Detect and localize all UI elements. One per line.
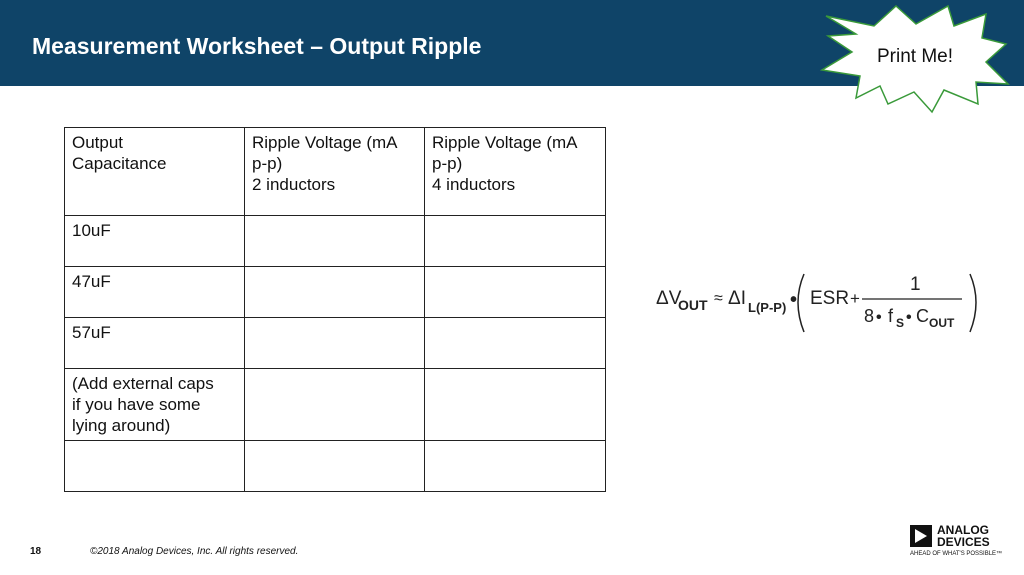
measurement-table: Output Capacitance Ripple Voltage (mA p-… [64, 127, 606, 492]
table-row: 57uF [64, 317, 606, 369]
table-cell: 57uF [64, 317, 245, 369]
table-cell[interactable] [424, 266, 606, 318]
table-cell[interactable] [244, 440, 425, 492]
table-cell[interactable] [424, 368, 606, 441]
formula-bullet-2: • [876, 309, 882, 326]
formula-right-paren [969, 273, 977, 333]
table-row: (Add external caps if you have some lyin… [64, 368, 606, 441]
copyright-text: ©2018 Analog Devices, Inc. All rights re… [90, 546, 299, 557]
table-cell[interactable] [424, 317, 606, 369]
table-cell: 10uF [64, 215, 245, 267]
formula-f: f [888, 306, 894, 326]
table-cell: 47uF [64, 266, 245, 318]
logo-line-1: ANALOG [937, 523, 989, 537]
formula-l-sub: L(P-P) [748, 300, 786, 315]
logo-wordmark: ANALOG DEVICES [937, 524, 990, 548]
table-cell[interactable] [244, 368, 425, 441]
table-row: 47uF [64, 266, 606, 318]
formula-approx: ≈ [714, 290, 723, 307]
formula-s-sub: S [896, 316, 904, 330]
table-cell[interactable] [64, 440, 245, 492]
formula-plus: + [850, 289, 860, 308]
page-title: Measurement Worksheet – Output Ripple [32, 33, 482, 59]
logo-line-2: DEVICES [937, 535, 990, 549]
table-cell[interactable] [424, 215, 606, 267]
formula-numerator: 1 [910, 274, 921, 295]
formula-out-sub: OUT [678, 297, 708, 313]
table-cell[interactable] [424, 440, 606, 492]
table-header-row: Output Capacitance Ripple Voltage (mA p-… [64, 127, 606, 216]
table-row: 10uF [64, 215, 606, 267]
print-me-label: Print Me! [876, 46, 954, 67]
formula-out-sub-2: OUT [929, 316, 955, 330]
starburst-badge-icon [819, 4, 1010, 114]
table-cell[interactable] [244, 215, 425, 267]
table-cell[interactable] [244, 266, 425, 318]
formula-delta-i: ΔI [728, 288, 746, 309]
formula-bullet-3: • [906, 309, 912, 326]
logo-tagline: AHEAD OF WHAT'S POSSIBLE™ [910, 551, 1003, 557]
header-cell: Output Capacitance [64, 127, 245, 216]
formula-esr: ESR [810, 288, 849, 309]
formula-left-paren [797, 273, 805, 333]
formula-bullet: • [790, 289, 797, 311]
analog-devices-logo-icon [910, 525, 932, 547]
ripple-formula: ΔV OUT ≈ ΔI L(P-P) • ESR + 1 8 • f S • C… [656, 273, 977, 333]
table-cell: (Add external caps if you have some lyin… [64, 368, 245, 441]
formula-c: C [916, 306, 929, 326]
header-cell: Ripple Voltage (mA p-p) 4 inductors [424, 127, 606, 216]
table-cell[interactable] [244, 317, 425, 369]
formula-delta-v: ΔV [656, 288, 682, 309]
formula-eight: 8 [864, 306, 874, 326]
header-cell: Ripple Voltage (mA p-p) 2 inductors [244, 127, 425, 216]
page-number: 18 [30, 546, 42, 557]
table-row [64, 440, 606, 492]
